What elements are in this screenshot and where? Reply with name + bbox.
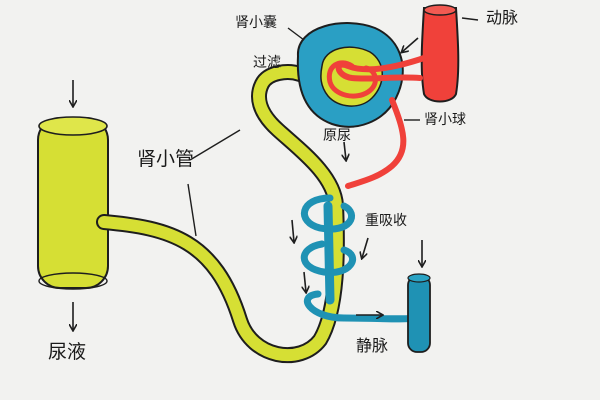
primary-urine-label: 原尿 (323, 128, 351, 144)
reabsorption-label: 重吸收 (365, 213, 407, 229)
glomerulus-label: 肾小球 (424, 112, 466, 128)
collecting-duct (37, 116, 109, 290)
bowman-capsule-label: 肾小囊 (235, 15, 277, 31)
leader-lines (187, 17, 479, 237)
artery-label: 动脉 (486, 8, 519, 27)
vein (407, 273, 431, 353)
efferent-arteriole (345, 97, 407, 189)
glomerulus-capillary-loop (326, 60, 378, 99)
artery (335, 4, 460, 103)
urine-label: 尿液 (48, 341, 87, 363)
renal-tubule-label: 肾小管 (137, 148, 195, 170)
filtration-label: 过滤 (253, 55, 281, 71)
vein-label: 静脉 (356, 336, 389, 355)
capillary-network (300, 194, 418, 323)
flow-arrows (73, 37, 422, 330)
